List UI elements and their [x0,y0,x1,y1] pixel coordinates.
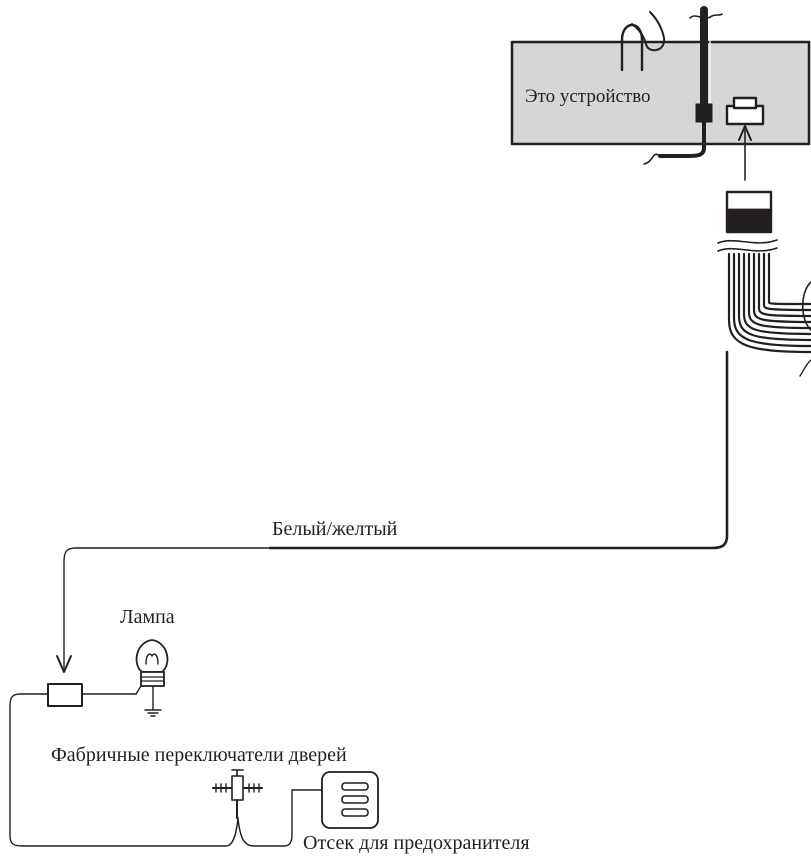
light-bulb-icon [135,639,169,711]
wire-arrowhead [56,655,72,673]
circuit-connector-box [47,683,83,707]
device-label: Это устройство [525,86,651,107]
head-unit-box [510,40,811,146]
fuse-box-label: Отсек для предохранителя [303,832,530,854]
cable-clamp [695,103,713,123]
fuse-box-icon [321,771,379,829]
harness-bundle [727,252,811,377]
connection-arrow [738,125,752,181]
wire-color-label: Белый/желтый [272,518,398,540]
head-unit [510,6,811,165]
ground-icon [144,709,162,717]
lamp-label: Лампа [120,606,175,628]
white-yellow-wire-thin [63,547,271,669]
white-yellow-wire [268,350,729,550]
door-circuit-wire [9,693,239,847]
main-cable-lower [658,120,706,158]
fuse-wire [237,789,323,847]
door-switches-label: Фабричные переключатели дверей [51,744,347,766]
harness-plug [717,190,778,252]
door-switch-icon [212,769,263,819]
connector-socket [725,96,765,126]
